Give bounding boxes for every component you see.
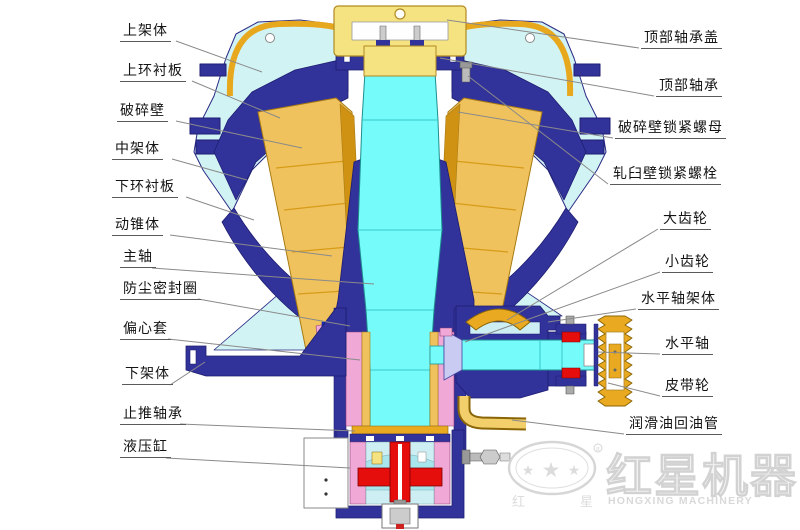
oil-return-pipe-shape xyxy=(457,396,527,431)
label-hydraulic-cylinder: 液压缸 xyxy=(120,440,171,458)
label-crushing-wall: 破碎壁 xyxy=(117,104,168,122)
label-eccentric-sleeve: 偏心套 xyxy=(120,322,171,340)
crusher-cross-section xyxy=(185,5,633,529)
label-small-gear: 小齿轮 xyxy=(662,255,713,273)
star-icon: ★ xyxy=(522,464,535,479)
brand-name-en: HONGXING MACHINERY xyxy=(608,495,753,507)
belt-pulley-shape xyxy=(597,315,633,407)
label-lower-ring-liner: 下环衬板 xyxy=(112,180,178,198)
label-middle-frame: 中架体 xyxy=(112,142,163,160)
star-icon: ★ xyxy=(568,464,581,479)
logo-xing: 星 xyxy=(580,494,593,509)
label-mantle-locking-nut: 破碎壁锁紧螺母 xyxy=(615,121,726,139)
label-moving-cone: 动锥体 xyxy=(112,218,163,236)
thrust-bearing-shape xyxy=(349,425,451,443)
horizontal-shaft-shape xyxy=(429,315,599,395)
label-upper-ring-liner: 上环衬板 xyxy=(120,64,186,82)
main-shaft-shape xyxy=(357,55,443,449)
label-horizontal-shaft-frame: 水平轴架体 xyxy=(638,292,719,310)
label-horizontal-shaft: 水平轴 xyxy=(662,337,713,355)
label-top-bearing: 顶部轴承 xyxy=(656,79,722,97)
logo-hong: 红 xyxy=(512,494,525,509)
star-icon: ★ xyxy=(542,458,561,482)
concave-locking-bolt-shape xyxy=(459,61,473,83)
label-belt-pulley: 皮带轮 xyxy=(662,379,713,397)
brand-name-cn: 红星机器 xyxy=(606,450,798,502)
hydraulic-cylinder-shape xyxy=(303,429,465,529)
label-big-gear: 大齿轮 xyxy=(660,212,711,230)
label-upper-frame: 上架体 xyxy=(120,24,171,42)
label-oil-return-pipe: 润滑油回油管 xyxy=(626,417,722,435)
top-bearing-shape xyxy=(363,45,437,77)
label-top-bearing-cap: 顶部轴承盖 xyxy=(641,31,722,49)
registered-mark: R xyxy=(596,447,600,453)
cylinder-bolt-shape xyxy=(461,449,511,465)
label-dust-seal-ring: 防尘密封圈 xyxy=(120,282,201,300)
label-main-shaft: 主轴 xyxy=(120,250,156,268)
lower-frame-shape xyxy=(185,307,347,377)
label-lower-frame: 下架体 xyxy=(122,367,173,385)
brand-watermark: ★ ★ ★ R 红 星 红星机器 HONGXING MACHINERY xyxy=(507,440,798,509)
small-gear-shape xyxy=(443,329,463,381)
leader-lines xyxy=(151,19,661,469)
top-bearing-cap-shape xyxy=(333,5,467,77)
label-thrust-bearing: 止推轴承 xyxy=(120,407,186,425)
label-concave-locking-bolt: 轧臼壁锁紧螺栓 xyxy=(610,167,721,185)
